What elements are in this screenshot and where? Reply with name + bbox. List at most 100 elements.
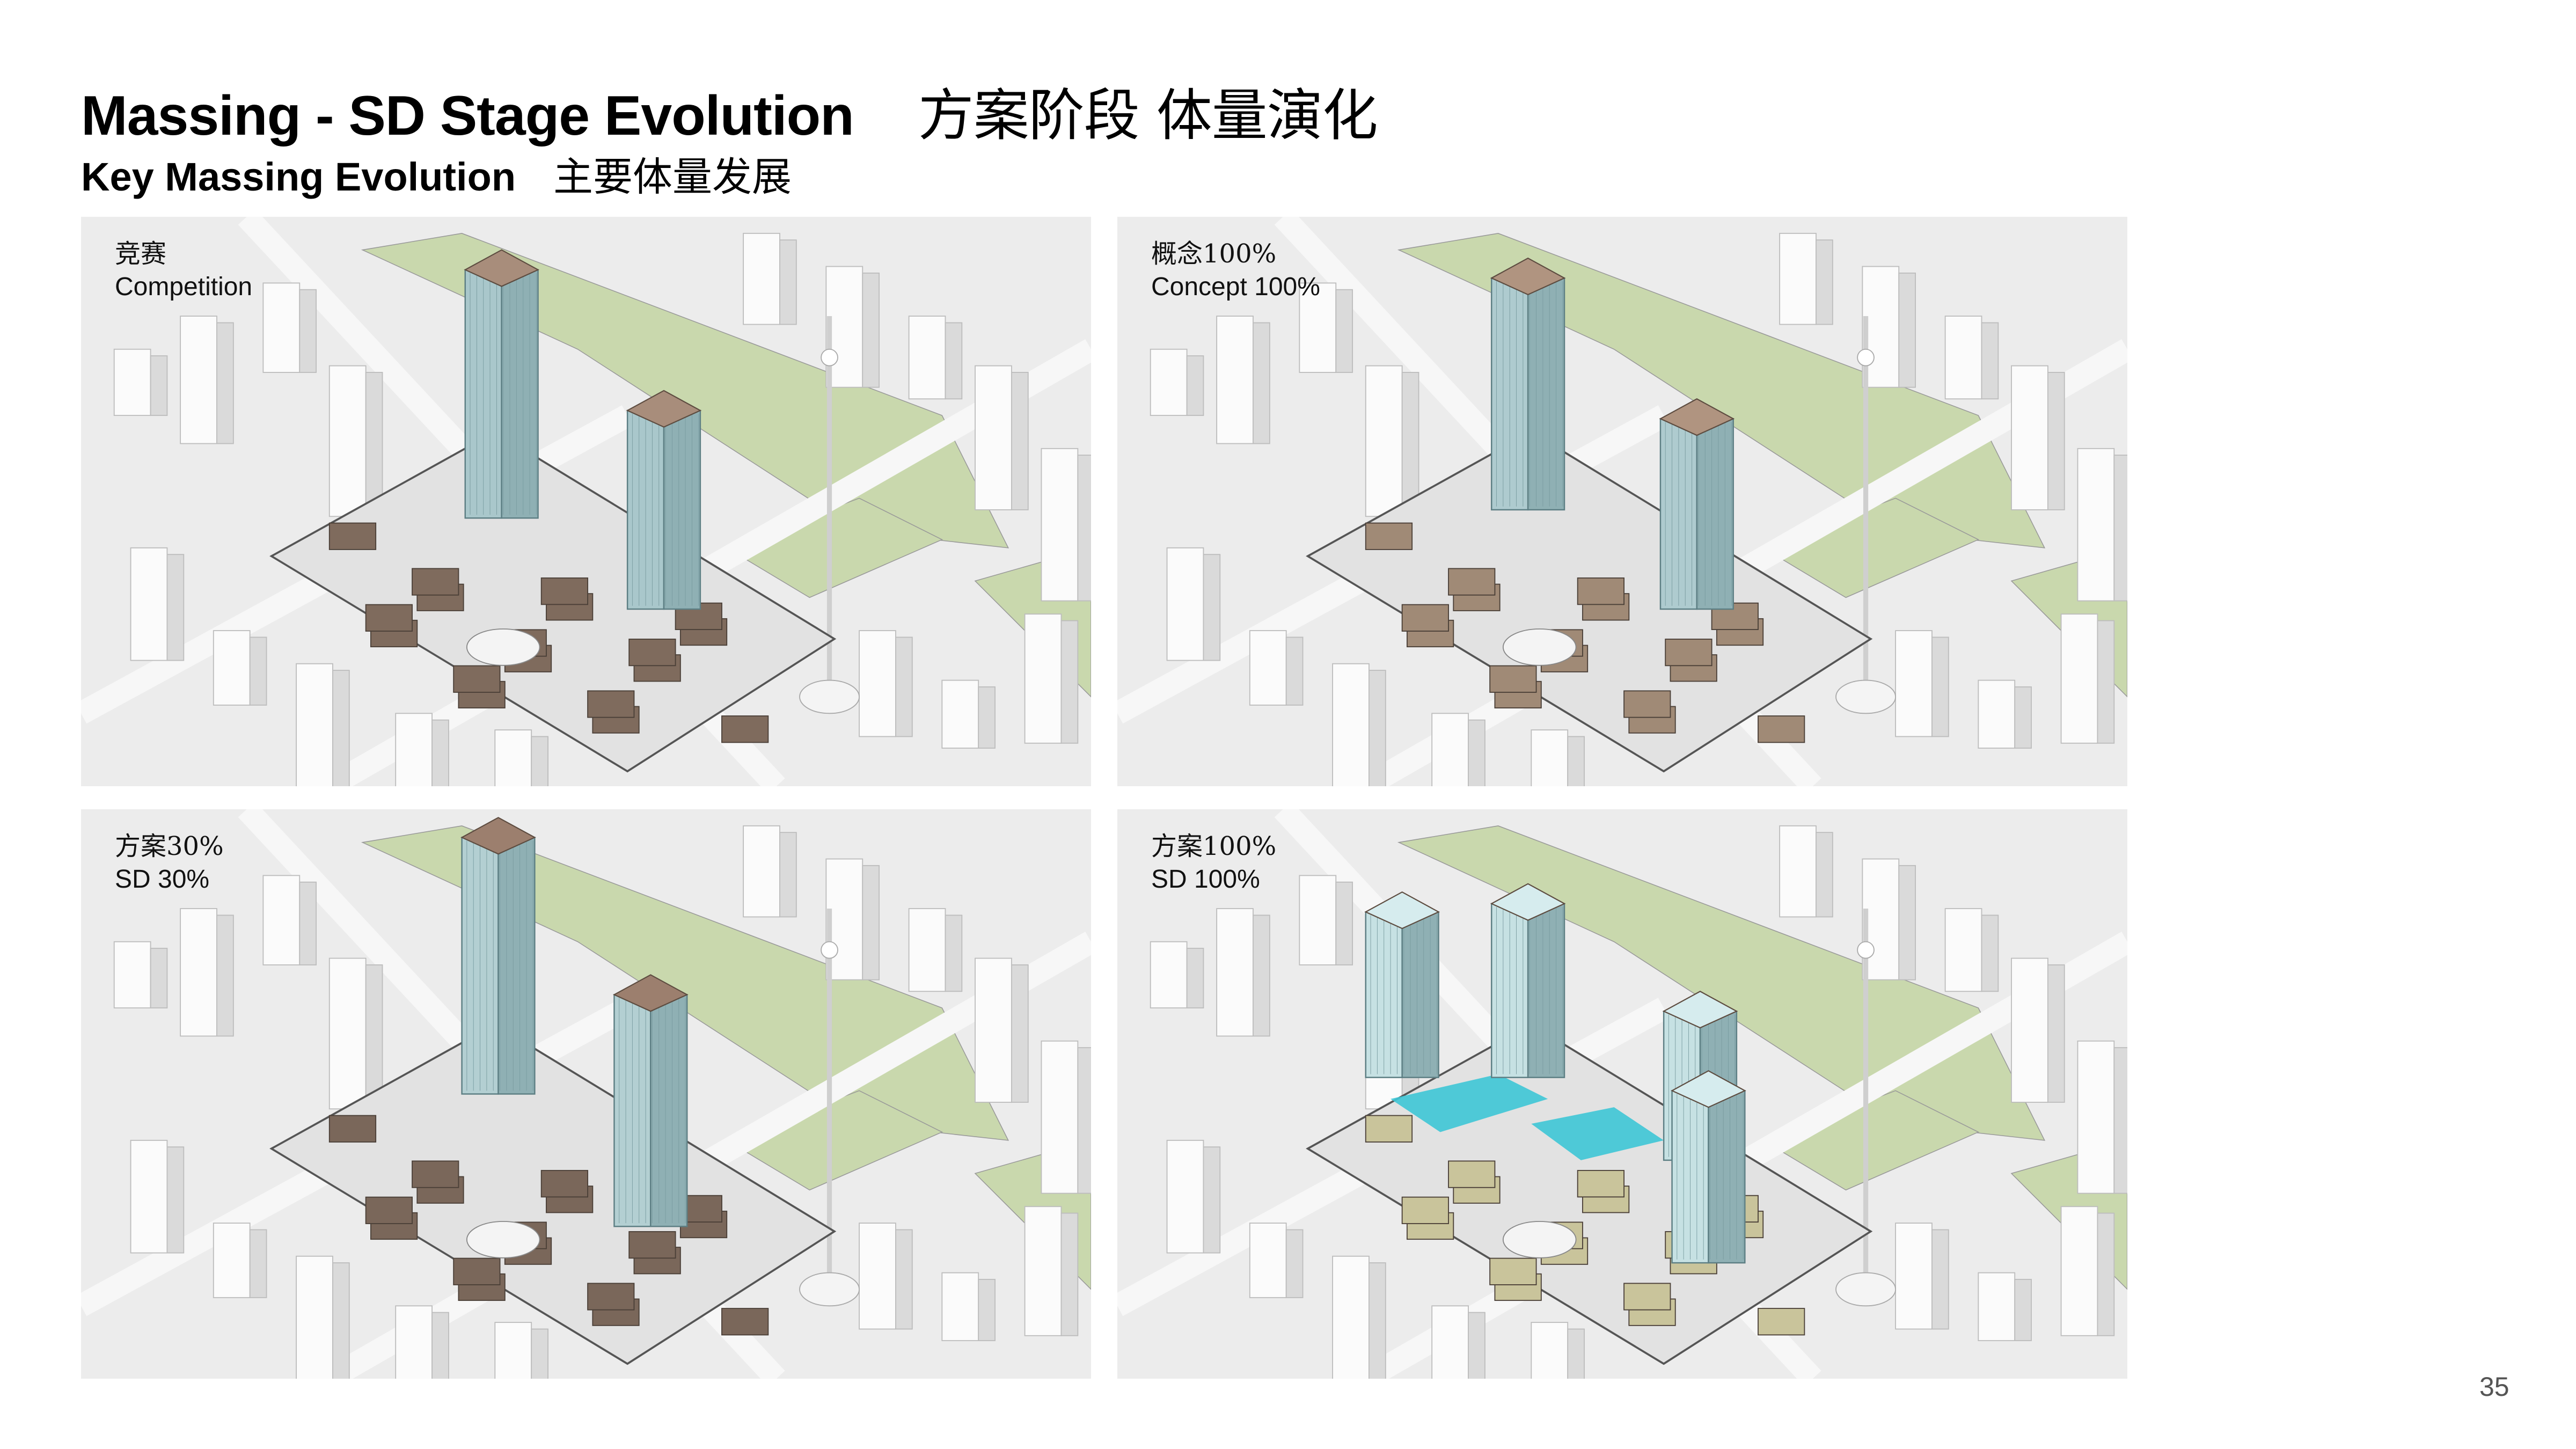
city-building-side <box>166 1146 185 1254</box>
city-building <box>494 1322 532 1379</box>
city-building-side <box>1186 948 1204 1009</box>
city-building-side <box>249 636 267 706</box>
city-building <box>908 908 946 992</box>
city-building <box>2011 365 2048 510</box>
podium-block <box>1489 1257 1537 1285</box>
city-building <box>825 266 863 388</box>
city-building-side <box>431 719 449 786</box>
podium-block <box>412 1160 459 1188</box>
city-building-side <box>1816 239 1833 325</box>
podium-block <box>1365 522 1413 550</box>
city-building-side <box>1077 1047 1091 1194</box>
city-building-side <box>299 289 317 373</box>
city-building <box>1216 908 1254 1037</box>
label-cn: 方案100% <box>1151 831 1277 861</box>
city-building <box>1332 1255 1370 1379</box>
city-building <box>262 282 301 373</box>
tower-roof <box>1490 257 1566 296</box>
tower-side <box>1401 911 1439 1078</box>
panel-label: 方案100%SD 100% <box>1151 830 1276 896</box>
city-building-side <box>1898 272 1916 388</box>
tower-roof <box>1490 883 1566 921</box>
city-building <box>1166 1139 1204 1254</box>
city-building <box>130 1139 168 1254</box>
podium-block <box>587 1283 635 1311</box>
tower-roof <box>464 249 539 287</box>
tower-roof <box>460 817 536 855</box>
city-building <box>2060 613 2098 744</box>
city-building <box>262 875 301 965</box>
city-building-side <box>2047 964 2065 1103</box>
tower-roof <box>1662 991 1738 1029</box>
podium-block <box>628 1231 676 1259</box>
city-building-side <box>1253 914 1270 1037</box>
city-building <box>494 729 532 786</box>
tower-side <box>501 269 539 519</box>
city-building <box>1249 1223 1287 1298</box>
title-cn: 方案阶段 体量演化 <box>918 83 1378 148</box>
city-building <box>1365 365 1403 517</box>
city-building-side <box>1931 636 1949 737</box>
city-building <box>180 316 217 444</box>
tower-side <box>497 837 536 1095</box>
city-building <box>328 365 367 517</box>
water-feature <box>1531 1107 1664 1160</box>
city-building-side <box>1335 881 1353 965</box>
city-building <box>1216 316 1254 444</box>
city-building-side <box>1335 289 1353 373</box>
city-building-side <box>1060 1212 1079 1336</box>
city-building <box>1299 875 1337 965</box>
city-building-side <box>978 686 996 749</box>
city-building <box>743 825 780 918</box>
label-en: Concept 100% <box>1151 273 1320 301</box>
city-building <box>130 547 168 661</box>
city-building <box>1862 858 1900 980</box>
podium-block <box>1577 577 1625 605</box>
city-building-side <box>978 1279 996 1341</box>
label-cn: 概念100% <box>1151 239 1277 269</box>
city-building <box>328 957 367 1110</box>
podium-block <box>587 690 635 718</box>
tower-side <box>650 994 688 1227</box>
city-building <box>180 908 217 1037</box>
tower-roof <box>1671 1070 1746 1108</box>
city-building-side <box>299 881 317 965</box>
podium-block <box>1665 639 1713 667</box>
city-building <box>213 1223 251 1298</box>
city-building <box>1150 941 1188 1009</box>
tv-tower-base <box>799 1272 860 1307</box>
city-building <box>1895 1223 1933 1330</box>
city-building <box>2077 1040 2115 1194</box>
city-building <box>1332 663 1370 786</box>
city-building <box>395 1305 433 1379</box>
city-building <box>1531 1322 1569 1379</box>
city-building-side <box>895 636 913 737</box>
podium-block <box>328 522 377 550</box>
city-building-side <box>1285 1229 1304 1298</box>
city-building-side <box>1077 455 1091 602</box>
water-feature <box>1391 1074 1548 1132</box>
city-building-side <box>2014 1279 2032 1341</box>
city-building <box>908 316 946 400</box>
city-building-side <box>1931 1229 1949 1330</box>
panel-sd-100: 方案100%SD 100% <box>1117 809 2127 1379</box>
city-building-side <box>2113 455 2127 602</box>
city-building <box>2011 957 2048 1103</box>
city-building <box>941 1272 979 1341</box>
panel-concept-100: 概念100% Concept 100% <box>1117 217 2127 786</box>
label-en: Competition <box>115 273 253 301</box>
city-building-side <box>249 1229 267 1298</box>
city-building-side <box>1981 322 1999 400</box>
city-building <box>395 713 433 786</box>
city-building <box>1978 679 2016 749</box>
city-building-side <box>216 322 234 444</box>
podium-block <box>1365 1115 1413 1143</box>
tower-roof <box>1364 891 1440 930</box>
city-building <box>1895 630 1933 737</box>
podium-block <box>1577 1170 1625 1198</box>
podium-block <box>540 1170 589 1198</box>
podium-block <box>412 568 459 596</box>
